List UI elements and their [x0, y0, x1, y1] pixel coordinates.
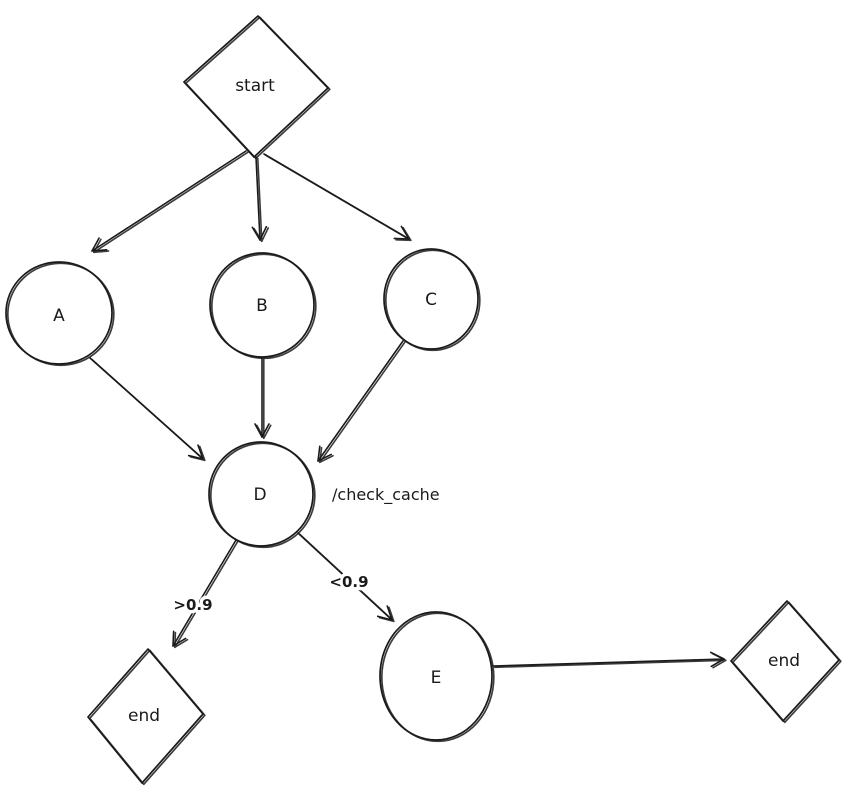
- edge-c-d: [317, 340, 404, 462]
- node-a: [5, 261, 113, 365]
- node-b: [209, 252, 315, 358]
- node-d-annotation: /check_cache: [332, 485, 440, 505]
- node-e-label: E: [431, 668, 442, 688]
- node-start-label: start: [235, 76, 275, 96]
- nodes-layer: [5, 15, 842, 786]
- node-end-right-label: end: [768, 651, 800, 671]
- node-c-label: C: [425, 290, 437, 310]
- node-end-right: [730, 600, 840, 722]
- edge-e-endright: [492, 651, 725, 668]
- node-d: [208, 441, 314, 547]
- edge-start-c: [263, 153, 410, 240]
- edge-d-e-label: <0.9: [329, 573, 368, 591]
- node-c: [383, 248, 479, 350]
- node-end-left: [87, 648, 204, 784]
- edge-d-endleft-label: >0.9: [173, 596, 212, 614]
- edge-d-e: [297, 532, 393, 621]
- node-start: [183, 15, 329, 158]
- node-d-label: D: [253, 485, 266, 505]
- node-b-label: B: [256, 296, 268, 316]
- node-a-label: A: [53, 306, 65, 326]
- node-e: [379, 611, 493, 741]
- edge-start-b: [251, 156, 268, 241]
- edges-layer: [89, 150, 727, 669]
- edge-a-d: [89, 357, 204, 460]
- node-end-left-label: end: [128, 706, 160, 726]
- labels-layer: start A B C D E end end /check_cache >0.…: [53, 76, 800, 726]
- edge-d-endleft: [172, 539, 237, 647]
- edge-start-a: [91, 150, 247, 252]
